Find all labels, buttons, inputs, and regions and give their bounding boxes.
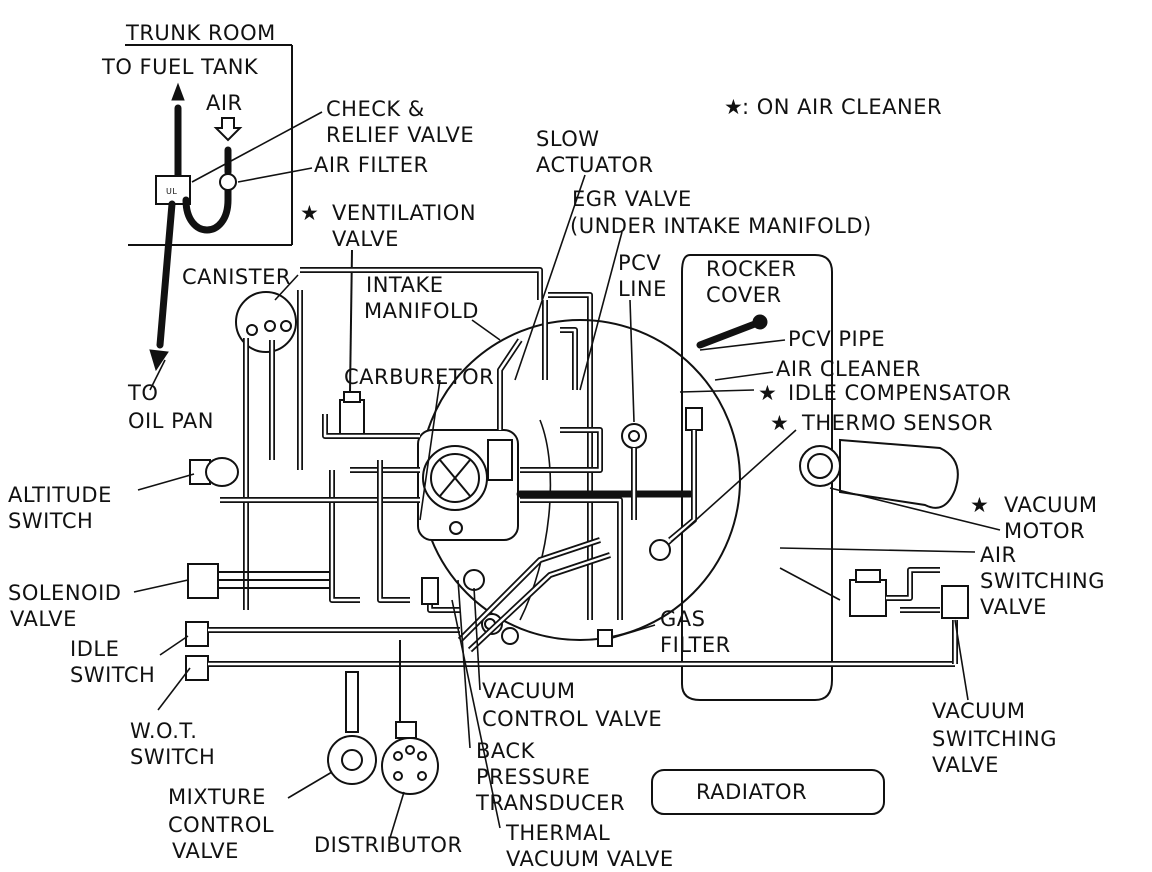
- label-air: AIR: [206, 91, 243, 115]
- label-intake-1: INTAKE: [366, 273, 444, 297]
- label-check-relief-1: CHECK &: [326, 97, 425, 121]
- label-tvv-1: THERMAL: [505, 821, 610, 845]
- label-vsv-3: VALVE: [932, 753, 999, 777]
- label-egr-1: EGR VALVE: [572, 187, 692, 211]
- star-icon: ★: [758, 381, 777, 405]
- altitude-switch: [189, 457, 239, 487]
- idle-switch: [185, 621, 460, 647]
- air-switching-valve: [849, 567, 940, 617]
- wot-switch: [185, 620, 958, 681]
- legend-star: ★: [724, 95, 743, 119]
- label-rocker-1: ROCKER: [706, 257, 796, 281]
- label-air-switching-2: SWITCHING: [980, 569, 1105, 593]
- label-check-relief-2: RELIEF VALVE: [326, 123, 474, 147]
- star-icon: ★: [300, 201, 319, 225]
- label-ventilation-1: VENTILATION: [332, 201, 476, 225]
- label-egr-2: (UNDER INTAKE MANIFOLD): [570, 214, 872, 238]
- label-trunk-room: TRUNK ROOM: [125, 21, 276, 45]
- fuel-tank-line: UL: [149, 82, 243, 372]
- star-icon: ★: [970, 493, 989, 517]
- distributor: [381, 640, 439, 795]
- air-inlet-arrow-icon: [213, 117, 243, 142]
- label-bpt-3: TRANSDUCER: [475, 791, 625, 815]
- label-gas-filter-1: GAS: [660, 607, 705, 631]
- ventilation-valve-assembly: [339, 249, 365, 437]
- vacuum-switching-valve: [941, 585, 969, 619]
- label-air-switching-3: VALVE: [980, 595, 1047, 619]
- label-air-cleaner: AIR CLEANER: [776, 357, 921, 381]
- rocker-cover: [681, 254, 833, 701]
- label-bpt-1: BACK: [476, 739, 536, 763]
- label-air-switching-1: AIR: [980, 543, 1017, 567]
- mixture-control-valve: [327, 671, 377, 785]
- label-vcv-1: VACUUM: [482, 679, 576, 703]
- label-gas-filter-2: FILTER: [660, 633, 731, 657]
- label-slow-2: ACTUATOR: [536, 153, 654, 177]
- svg-text:UL: UL: [166, 187, 177, 196]
- vacuum-control-cluster: [421, 537, 611, 653]
- label-mixture-3: VALVE: [172, 839, 239, 863]
- label-idle-compensator: IDLE COMPENSATOR: [788, 381, 1011, 405]
- label-vacuum-motor-2: MOTOR: [1004, 519, 1085, 543]
- label-pcv-line-2: LINE: [618, 277, 667, 301]
- label-distributor: DISTRIBUTOR: [314, 833, 463, 857]
- label-bpt-2: PRESSURE: [476, 765, 590, 789]
- label-vsv-1: VACUUM: [932, 699, 1026, 723]
- thermo-sensor: [649, 539, 671, 561]
- label-to-oil-pan-1: TO: [127, 381, 158, 405]
- leader-lines: [133, 111, 1001, 839]
- label-to-fuel-tank: TO FUEL TANK: [101, 55, 259, 79]
- label-vacuum-motor-1: VACUUM: [1004, 493, 1098, 517]
- gas-filter: [597, 629, 613, 647]
- label-solenoid-1: SOLENOID: [8, 581, 121, 605]
- label-pcv-line-1: PCV: [618, 251, 661, 275]
- canister: [235, 290, 303, 610]
- air-filter: [219, 173, 237, 191]
- label-canister: CANISTER: [182, 265, 291, 289]
- label-ventilation-2: VALVE: [332, 227, 399, 251]
- legend-text: : ON AIR CLEANER: [742, 95, 942, 119]
- idle-compensator: [668, 407, 703, 543]
- label-idle-switch-2: SWITCH: [70, 663, 155, 687]
- label-intake-2: MANIFOLD: [364, 299, 479, 323]
- label-slow-1: SLOW: [536, 127, 600, 151]
- arrow-up-icon: [171, 82, 185, 101]
- star-icon: ★: [770, 411, 789, 435]
- label-wot-1: W.O.T.: [130, 719, 197, 743]
- arrow-down-icon: [149, 349, 169, 372]
- label-carburetor: CARBURETOR: [344, 365, 494, 389]
- label-mixture-1: MIXTURE: [168, 785, 266, 809]
- radiator-box: [651, 769, 885, 815]
- labels: TRUNK ROOM TO FUEL TANK AIR CHECK & RELI…: [8, 21, 1105, 871]
- label-rocker-2: COVER: [706, 283, 782, 307]
- label-to-oil-pan-2: OIL PAN: [128, 409, 214, 433]
- label-vsv-2: SWITCHING: [932, 727, 1057, 751]
- pcv-pipe: [696, 318, 764, 349]
- trunk-room-box: [125, 44, 293, 246]
- label-vcv-2: CONTROL VALVE: [482, 707, 662, 731]
- canister-purge-hose: [300, 267, 593, 620]
- label-air-filter: AIR FILTER: [314, 153, 429, 177]
- label-wot-2: SWITCH: [130, 745, 215, 769]
- intake-manifold-pipes: [220, 300, 623, 620]
- air-cleaner-snorkel: [799, 438, 959, 509]
- label-tvv-2: VACUUM VALVE: [506, 847, 674, 871]
- label-mixture-2: CONTROL: [168, 813, 274, 837]
- label-altitude-2: SWITCH: [8, 509, 93, 533]
- label-altitude-1: ALTITUDE: [8, 483, 112, 507]
- label-radiator: RADIATOR: [696, 780, 807, 804]
- label-idle-switch-1: IDLE: [70, 637, 119, 661]
- solenoid-valve: [187, 563, 330, 599]
- label-solenoid-2: VALVE: [10, 607, 77, 631]
- carburetor: [417, 429, 519, 541]
- label-pcv-pipe: PCV PIPE: [788, 327, 885, 351]
- label-thermo-sensor: THERMO SENSOR: [801, 411, 993, 435]
